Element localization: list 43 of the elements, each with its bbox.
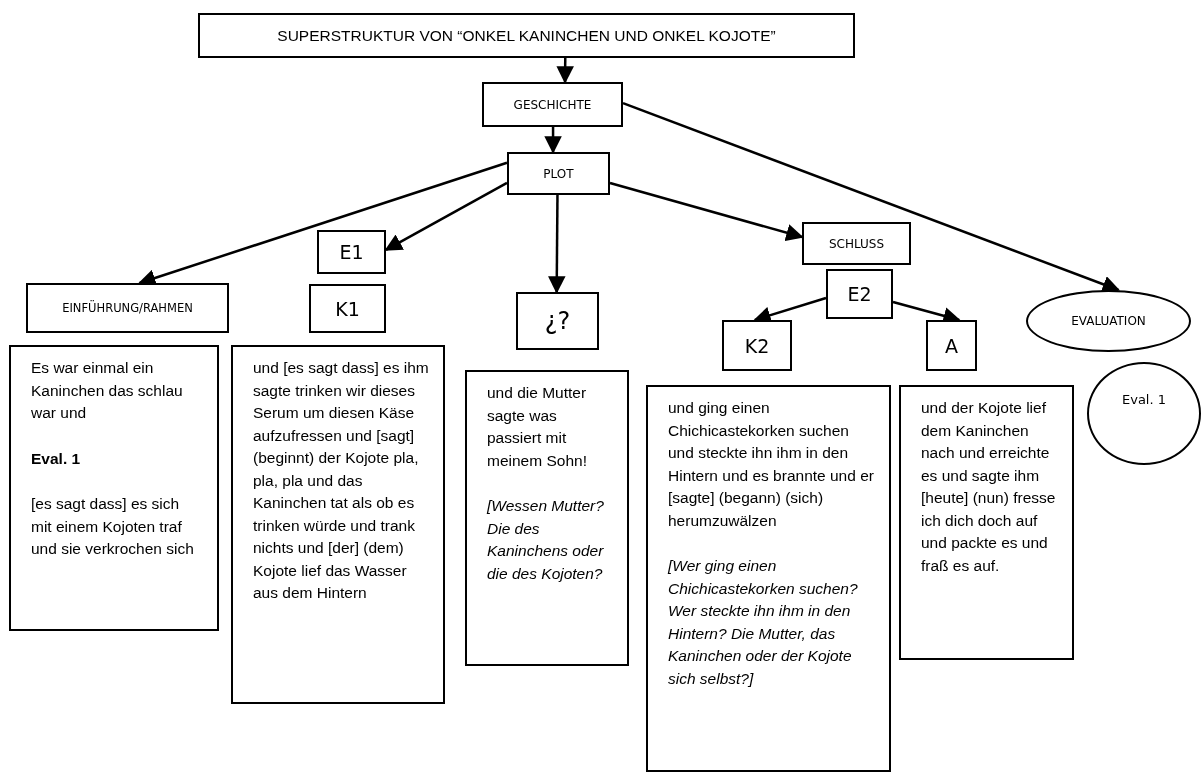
node-label: EINFÜHRUNG/RAHMEN bbox=[62, 301, 193, 315]
node-label: SCHLUSS bbox=[828, 236, 885, 251]
title-box bbox=[198, 13, 855, 58]
paragraph: und [es sagt dass] es ihm sagte trinken wir dieses Serum um diesen Käse aufzufressen und [sagt] (beginnt) der Kojote pla, pla, pla und das Kaninchen tat als ob es trinken würde und trank nichts und [der] (dem) Kojote lief das Wasser aus dem Hintern bbox=[253, 358, 429, 603]
process-box bbox=[482, 82, 623, 127]
node-label: E1 bbox=[339, 241, 364, 263]
arrow bbox=[548, 195, 566, 294]
node-label: EVALUATION bbox=[1071, 314, 1146, 328]
paragraph: Es war einmal ein Kaninchen das schlau war und bbox=[31, 358, 184, 423]
arrow bbox=[622, 102, 1121, 293]
paragraph: und die Mutter sagte was passiert mit meinem Sohn! bbox=[487, 383, 588, 471]
node-label: SUPERSTRUKTUR VON “ONKEL KANINCHEN UND ONKEL KOJOTE” bbox=[277, 26, 776, 45]
text-box bbox=[646, 385, 891, 772]
paragraph: [es sagt dass] es sich mit einem Kojoten traf und sie verkrochen sich bbox=[31, 494, 195, 559]
paragraph: [Wer ging einen Chichicastekorken suchen? Wer steckte ihn ihm in den Hintern? Die Mutter, das Kaninchen oder der Kojote sich selbst?] bbox=[668, 556, 859, 689]
node-label: ¿? bbox=[544, 307, 571, 335]
process-box bbox=[309, 284, 386, 333]
node-label: PLOT bbox=[543, 166, 574, 181]
process-box bbox=[507, 152, 610, 195]
process-box bbox=[317, 230, 386, 274]
arrow bbox=[556, 58, 574, 84]
process-box bbox=[926, 320, 977, 371]
process-box bbox=[802, 222, 911, 265]
paragraph: und ging einen Chichicastekorken suchen und steckte ihn ihm in den Hintern und es brannte und er [sagte] (begann) (sich) herumzuwälzen bbox=[668, 398, 875, 531]
process-box bbox=[722, 320, 792, 371]
process-box bbox=[26, 283, 229, 333]
text-box bbox=[465, 370, 629, 666]
arrow bbox=[544, 127, 562, 154]
process-box bbox=[826, 269, 893, 319]
node-label: GESCHICHTE bbox=[513, 97, 592, 112]
paragraph: Eval. 1 bbox=[31, 448, 82, 469]
node-label: Eval. 1 bbox=[1122, 392, 1166, 407]
arrow bbox=[609, 181, 804, 242]
paragraph: [Wessen Mutter? Die des Kaninchens oder die des Kojoten? bbox=[487, 496, 605, 584]
node-label: E2 bbox=[847, 283, 872, 305]
node-label: K1 bbox=[335, 297, 360, 320]
text-box bbox=[899, 385, 1074, 660]
node-label: K2 bbox=[744, 334, 770, 357]
text-box bbox=[9, 345, 219, 631]
process-box bbox=[516, 292, 599, 350]
paragraph: und der Kojote lief dem Kaninchen nach und erreichte es und sagte ihm [heute] (nun) fresse ich dich doch auf und packte es und fraß es auf. bbox=[921, 398, 1057, 576]
node-label: A bbox=[945, 334, 958, 357]
text-box bbox=[231, 345, 445, 704]
